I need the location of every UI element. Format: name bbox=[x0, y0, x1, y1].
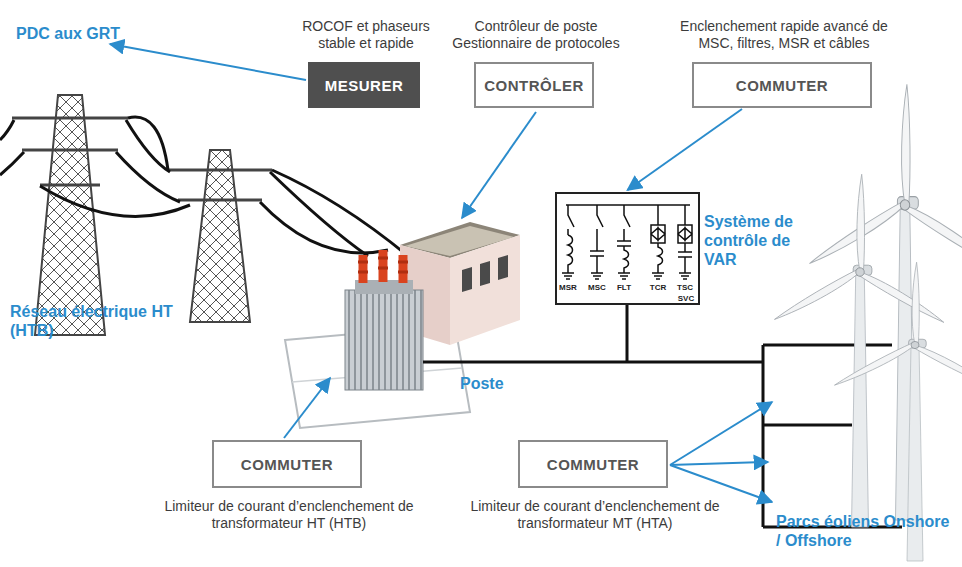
box-caption: Limiteur de courant d’enclenchement de t… bbox=[149, 498, 429, 532]
power-line bbox=[0, 117, 408, 256]
symbol-label: SVC bbox=[674, 294, 698, 303]
transformer bbox=[345, 250, 423, 390]
symbol-label: FLT bbox=[612, 283, 636, 292]
group-title: Système de contrôle de VAR bbox=[704, 212, 808, 269]
region-label: Parcs éoliens Onshore / Offshore bbox=[776, 512, 956, 550]
connector-arrow bbox=[628, 109, 743, 190]
symbol-label: MSC bbox=[585, 283, 609, 292]
region-label: Poste bbox=[460, 374, 540, 393]
box-caption: Contrôleur de poste Gestionnaire de prot… bbox=[441, 18, 631, 52]
bus-bar bbox=[423, 305, 902, 527]
svc-symbols bbox=[562, 205, 692, 279]
symbol-label: TSC bbox=[673, 283, 697, 292]
box-label: CONTRÔLER bbox=[484, 77, 584, 94]
box-label: COMMUTER bbox=[736, 77, 828, 94]
symbol-label: MSR bbox=[556, 283, 580, 292]
symbol-label: TCR bbox=[646, 283, 670, 292]
process-box: ROCOF et phaseurs stable et rapideMESURE… bbox=[308, 62, 420, 108]
process-box: Contrôleur de poste Gestionnaire de prot… bbox=[474, 62, 594, 108]
process-box: Enclenchement rapide avancé de MSC, filt… bbox=[692, 62, 872, 108]
region-label: Réseau électrique HT (HTB) bbox=[10, 302, 185, 340]
box-label: COMMUTER bbox=[241, 456, 333, 473]
leader-arrow bbox=[110, 44, 772, 502]
box-caption: Enclenchement rapide avancé de MSC, filt… bbox=[664, 18, 904, 52]
box-caption: Limiteur de courant d’enclenchement de t… bbox=[455, 498, 735, 532]
process-box: Système de contrôle de VAR bbox=[555, 192, 700, 305]
annotation: PDC aux GRT bbox=[16, 24, 156, 43]
box-label: MESURER bbox=[325, 77, 404, 94]
process-box: COMMUTERLimiteur de courant d’enclenchem… bbox=[518, 440, 668, 488]
box-caption: ROCOF et phaseurs stable et rapide bbox=[291, 18, 441, 52]
pylon bbox=[12, 95, 272, 335]
box-label: COMMUTER bbox=[547, 456, 639, 473]
wind-turbine bbox=[808, 84, 962, 520]
process-box: COMMUTERLimiteur de courant d’enclenchem… bbox=[212, 440, 362, 488]
